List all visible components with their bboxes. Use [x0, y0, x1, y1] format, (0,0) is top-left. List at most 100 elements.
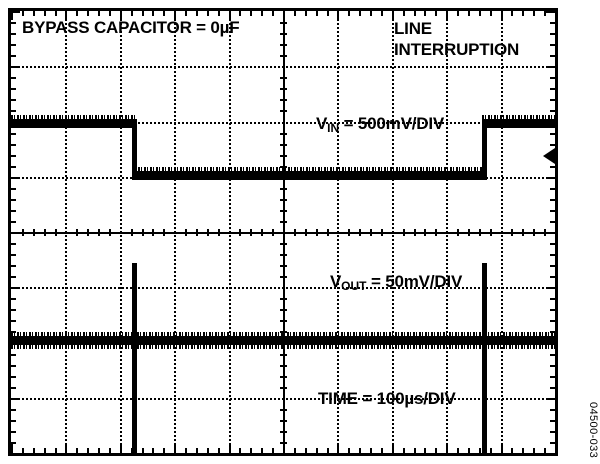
graticule-vline-2 [119, 11, 122, 453]
axis-tick-x-34 [380, 229, 383, 236]
edge-tick-bottom-19 [217, 448, 220, 453]
edge-tick-bottom-24 [272, 448, 275, 453]
trigger-level-arrow-icon [543, 148, 555, 164]
edge-tick-bottom-29 [326, 448, 329, 453]
edge-tick-top-6 [76, 11, 79, 16]
edge-tick-left-36 [11, 408, 16, 411]
edge-tick-bottom-30 [337, 444, 340, 453]
edge-tick-bottom-44 [489, 448, 492, 453]
edge-tick-bottom-22 [250, 448, 253, 453]
edge-tick-left-35 [11, 397, 20, 400]
edge-tick-right-4 [550, 55, 555, 58]
edge-tick-bottom-43 [478, 448, 481, 453]
edge-tick-right-20 [546, 232, 555, 234]
axis-tick-x-3 [43, 229, 46, 236]
edge-tick-left-32 [11, 364, 16, 367]
axis-tick-x-11 [130, 229, 133, 236]
graticule-vline-1 [65, 11, 68, 453]
vout-spike-falling [132, 263, 137, 453]
axis-tick-y-33 [280, 375, 287, 378]
edge-tick-right-1 [550, 22, 555, 25]
axis-tick-y-8 [280, 99, 287, 102]
vout-baseline-noise-top [11, 332, 555, 336]
axis-tick-x-18 [206, 229, 209, 236]
edge-tick-bottom-10 [119, 444, 122, 453]
edge-tick-right-12 [550, 143, 555, 146]
axis-tick-x-13 [152, 229, 155, 236]
edge-tick-bottom-18 [206, 448, 209, 453]
edge-tick-left-4 [11, 55, 16, 58]
edge-tick-top-33 [370, 11, 373, 16]
graticule-vline-7 [391, 11, 394, 453]
edge-tick-bottom-7 [87, 448, 90, 453]
axis-tick-y-16 [280, 187, 287, 190]
edge-tick-left-23 [11, 265, 16, 268]
vout-scale-value: = 50mV/DIV [366, 272, 463, 291]
axis-tick-y-7 [280, 88, 287, 91]
edge-tick-bottom-50 [555, 444, 557, 453]
vin-symbol: V [316, 114, 328, 133]
edge-tick-bottom-16 [185, 448, 188, 453]
edge-tick-left-18 [11, 209, 16, 212]
edge-tick-top-47 [522, 11, 525, 16]
edge-tick-right-38 [550, 430, 555, 433]
edge-tick-bottom-17 [195, 448, 198, 453]
axis-tick-y-39 [280, 441, 287, 444]
axis-tick-y-6 [280, 77, 287, 80]
axis-tick-x-37 [413, 229, 416, 236]
vin-high-segment-right [482, 119, 555, 128]
edge-tick-top-14 [163, 11, 166, 16]
edge-tick-bottom-47 [522, 448, 525, 453]
axis-tick-x-12 [141, 229, 144, 236]
axis-tick-y-32 [280, 364, 287, 367]
edge-tick-right-14 [550, 165, 555, 168]
axis-tick-x-24 [272, 229, 275, 236]
axis-tick-y-26 [280, 298, 287, 301]
axis-tick-x-48 [533, 229, 536, 236]
axis-tick-y-2 [280, 33, 287, 36]
edge-tick-bottom-27 [304, 448, 307, 453]
axis-tick-y-1 [280, 22, 287, 25]
edge-tick-right-28 [550, 320, 555, 323]
axis-tick-y-18 [280, 209, 287, 212]
edge-tick-left-12 [11, 143, 16, 146]
edge-tick-right-25 [546, 287, 555, 290]
axis-tick-y-34 [280, 386, 287, 389]
vout-baseline [11, 336, 555, 345]
edge-tick-left-40 [11, 453, 20, 455]
edge-tick-right-19 [550, 220, 555, 223]
axis-tick-x-23 [261, 229, 264, 236]
axis-tick-x-9 [108, 229, 111, 236]
edge-tick-right-2 [550, 33, 555, 36]
axis-tick-y-28 [280, 320, 287, 323]
graticule-hline-4 [11, 232, 555, 234]
edge-tick-left-14 [11, 165, 16, 168]
edge-tick-bottom-25 [283, 444, 285, 453]
edge-tick-bottom-14 [163, 448, 166, 453]
edge-tick-top-16 [185, 11, 188, 16]
vout-subscript: OUT [341, 279, 367, 293]
edge-tick-bottom-34 [380, 448, 383, 453]
edge-tick-bottom-33 [370, 448, 373, 453]
edge-tick-right-16 [550, 187, 555, 190]
edge-tick-top-38 [424, 11, 427, 16]
edge-tick-bottom-38 [424, 448, 427, 453]
vout-symbol: V [330, 272, 342, 291]
graticule-vline-8 [446, 11, 449, 453]
graticule-vline-9 [500, 11, 503, 453]
edge-tick-left-17 [11, 198, 16, 201]
axis-tick-x-19 [217, 229, 220, 236]
edge-tick-top-18 [206, 11, 209, 16]
edge-tick-bottom-1 [21, 448, 24, 453]
edge-tick-right-5 [546, 66, 555, 69]
edge-tick-bottom-21 [239, 448, 242, 453]
axis-tick-x-44 [489, 229, 492, 236]
edge-tick-top-23 [261, 11, 264, 16]
edge-tick-left-27 [11, 309, 16, 312]
edge-tick-top-34 [380, 11, 383, 16]
edge-tick-left-24 [11, 276, 16, 279]
edge-tick-left-37 [11, 419, 16, 422]
edge-tick-bottom-45 [500, 444, 503, 453]
edge-tick-right-24 [550, 276, 555, 279]
vin-falling-edge [132, 119, 137, 179]
